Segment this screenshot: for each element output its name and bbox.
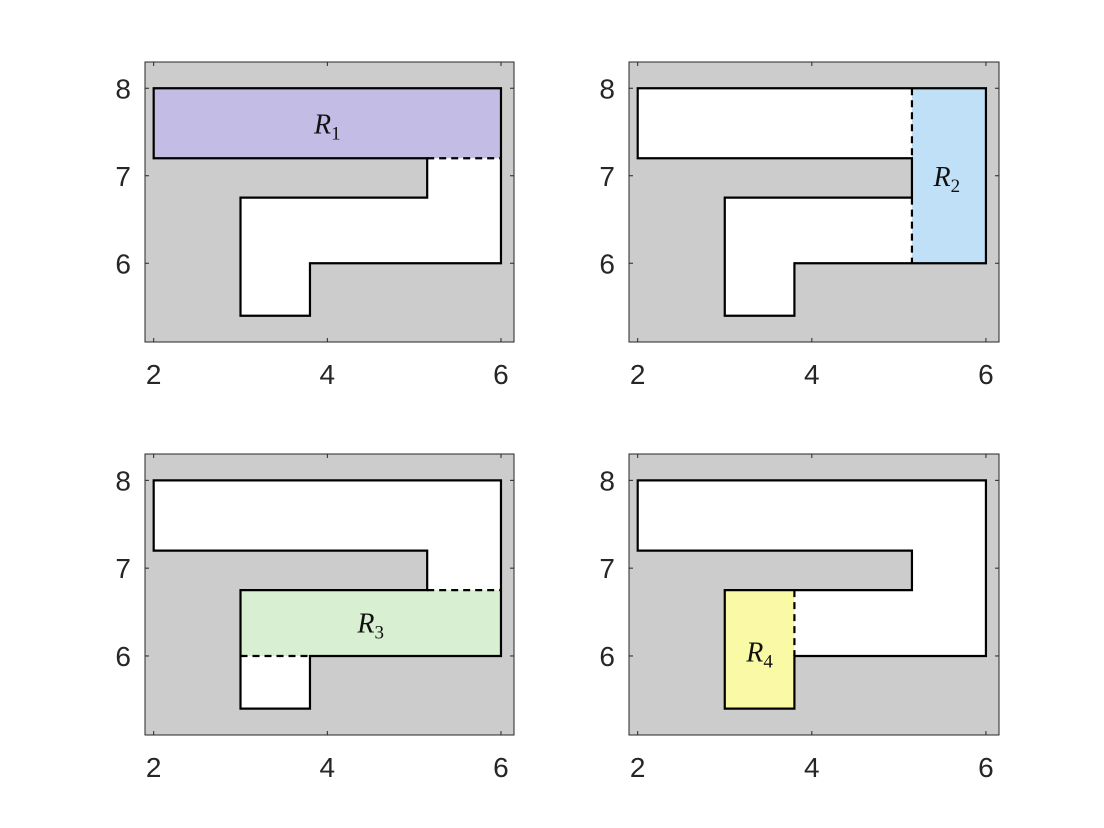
y-tick-label: 8 <box>599 465 615 496</box>
y-tick-label: 8 <box>599 73 615 104</box>
x-tick-label: 2 <box>146 752 162 783</box>
region-label: R3 <box>356 609 384 644</box>
x-tick-label: 6 <box>978 752 994 783</box>
corridor-outline <box>152 87 503 317</box>
y-tick-label: 7 <box>115 553 131 584</box>
y-tick-label: 6 <box>599 248 615 279</box>
corridor-outline <box>636 479 988 710</box>
x-tick-label: 2 <box>630 752 646 783</box>
y-tick-label: 8 <box>115 465 131 496</box>
corridor-outline <box>636 87 988 317</box>
x-tick-label: 4 <box>804 752 820 783</box>
panel-3: 2 4 6 6 7 8R3 <box>115 453 515 783</box>
x-tick-label: 6 <box>493 752 509 783</box>
x-tick-label: 4 <box>320 752 336 783</box>
corridor-outline <box>152 479 503 710</box>
region-r2 <box>911 88 986 264</box>
y-tick-label: 7 <box>599 553 615 584</box>
y-tick-label: 7 <box>115 161 131 192</box>
y-tick-label: 6 <box>115 248 131 279</box>
y-tick-label: 6 <box>599 641 615 672</box>
x-tick-label: 6 <box>493 359 509 390</box>
y-tick-label: 7 <box>599 161 615 192</box>
x-tick-label: 6 <box>978 359 994 390</box>
axes-frame <box>144 453 515 736</box>
panel-4: 2 4 6 6 7 8R4 <box>599 453 1000 783</box>
panel-2: 2 4 6 6 7 8R2 <box>599 61 1000 390</box>
axes-frame <box>144 61 515 343</box>
region-r4 <box>724 590 795 709</box>
region-label: R4 <box>745 638 773 673</box>
axes-frame <box>628 453 1000 736</box>
x-tick-label: 2 <box>630 359 646 390</box>
x-tick-label: 2 <box>146 359 162 390</box>
region-label: R2 <box>932 162 960 197</box>
region-r3 <box>240 590 501 656</box>
y-tick-label: 8 <box>115 73 131 104</box>
x-tick-label: 4 <box>320 359 336 390</box>
region-label: R1 <box>313 109 341 144</box>
axes-frame <box>628 61 1000 343</box>
x-tick-label: 4 <box>804 359 820 390</box>
y-tick-label: 6 <box>115 641 131 672</box>
region-r1 <box>153 88 501 159</box>
panel-1: 2 4 6 6 7 8R1 <box>115 61 515 390</box>
